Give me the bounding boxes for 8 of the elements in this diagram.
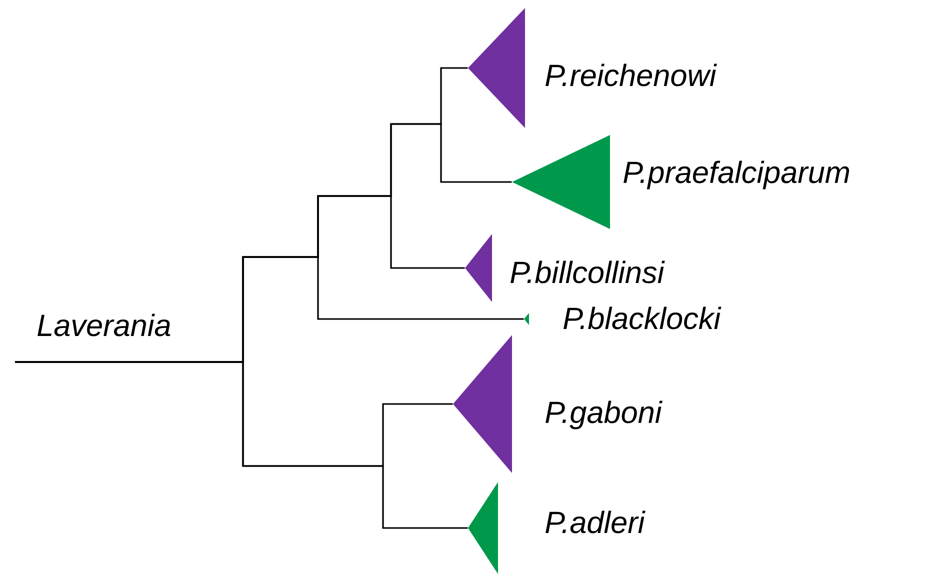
- species-label: P.adleri: [546, 510, 646, 534]
- species-label: P.reichenowi: [546, 64, 717, 86]
- species-label: P.praefalciparum: [624, 160, 850, 190]
- species-label: P.billcollinsi: [510, 260, 665, 284]
- root-label: Laverania: [38, 314, 170, 336]
- species-label: P.blacklocki: [564, 306, 722, 330]
- species-label: P.gaboni: [546, 400, 662, 430]
- branch-line: [15, 361, 468, 529]
